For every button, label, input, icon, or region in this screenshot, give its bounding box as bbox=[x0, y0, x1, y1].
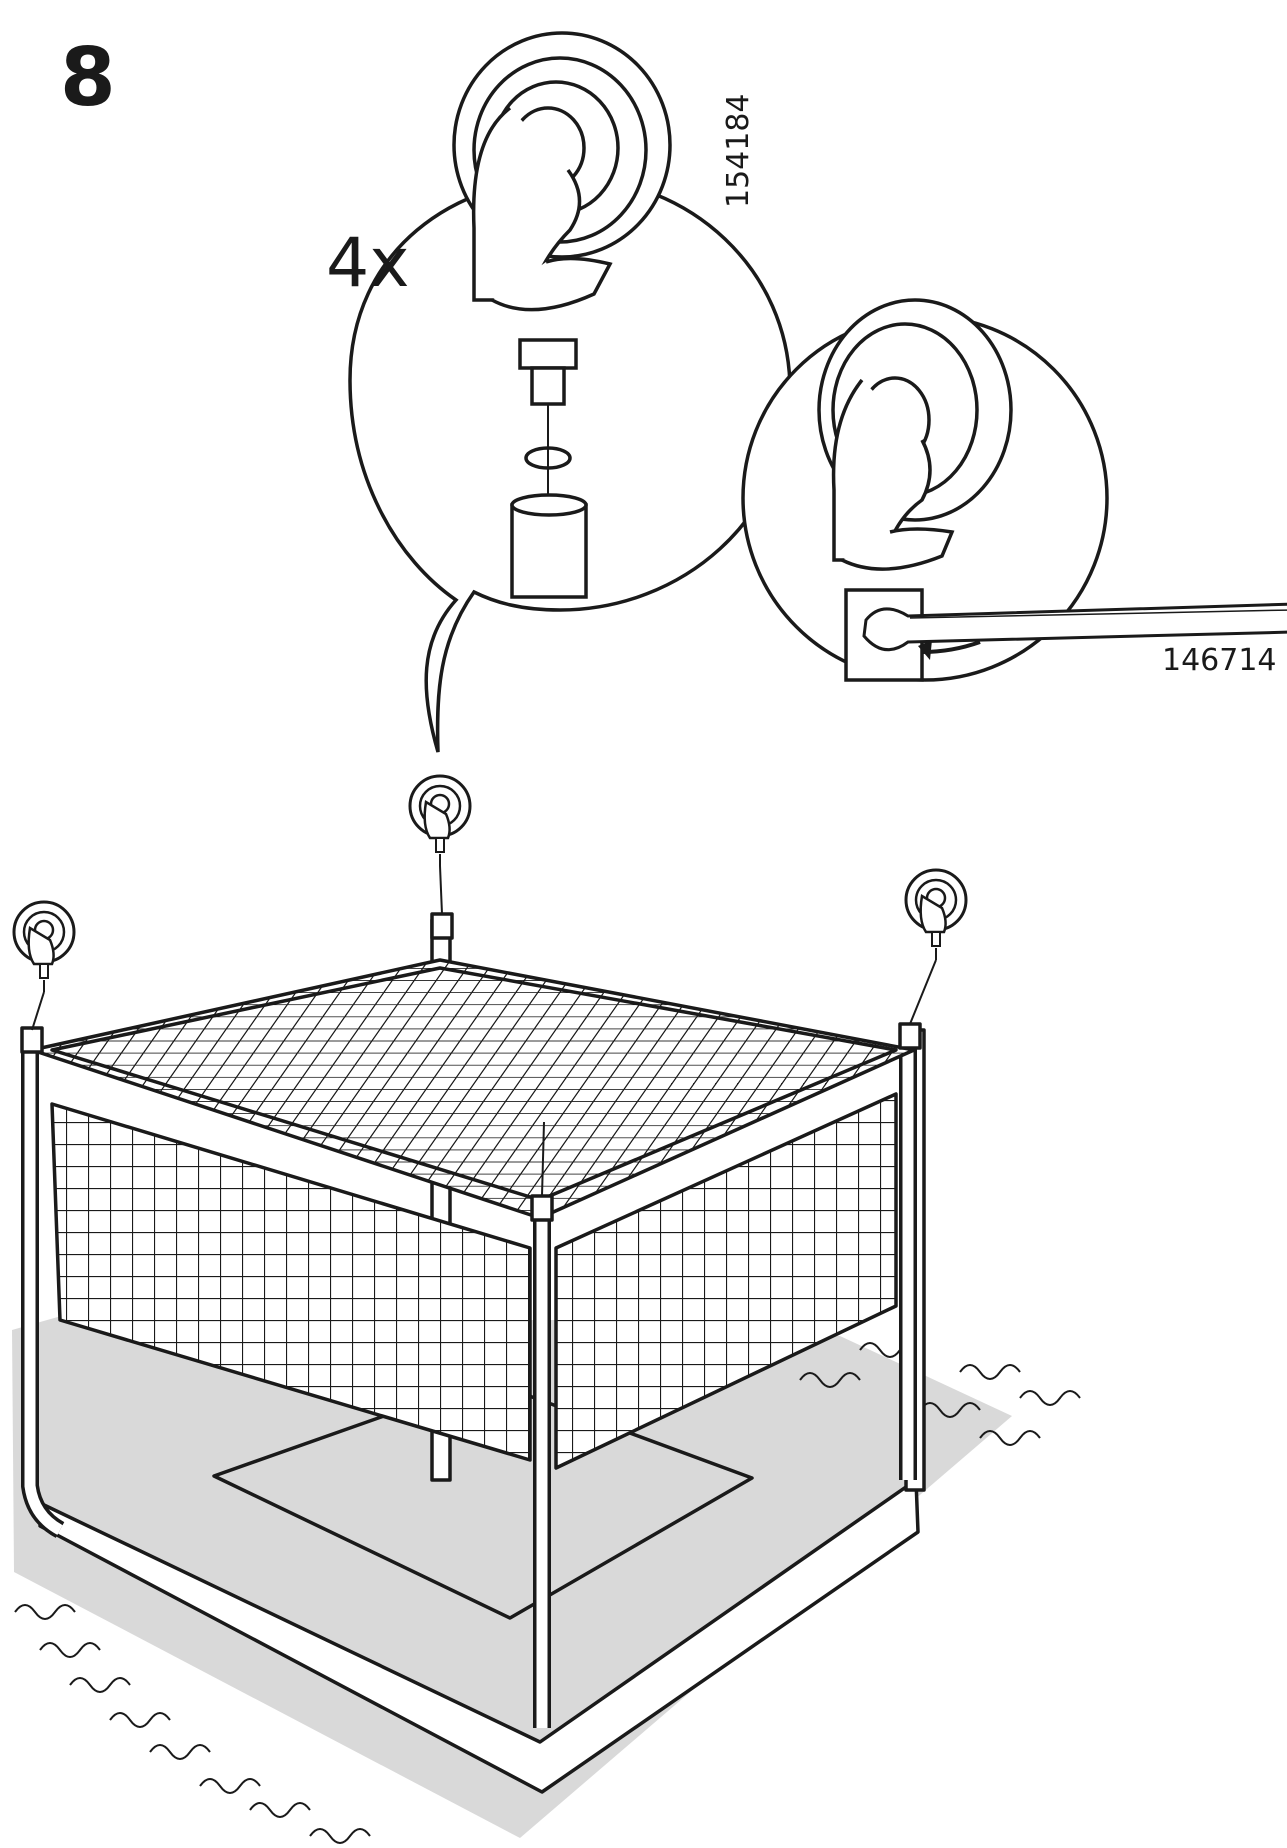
caster-detail-bubble bbox=[348, 176, 792, 753]
caster-left bbox=[12, 900, 76, 994]
caster-back bbox=[408, 774, 472, 868]
wrench-detail-bubble bbox=[741, 298, 1287, 682]
insertion-lines bbox=[31, 865, 937, 1197]
cart-frame bbox=[20, 912, 926, 1794]
caster-wheel-icon bbox=[452, 31, 672, 599]
part-code-caster: 154184 bbox=[721, 93, 756, 208]
step-number: 8 bbox=[60, 31, 116, 124]
caster-right bbox=[904, 868, 968, 962]
part-code-wrench: 146714 bbox=[1162, 643, 1277, 678]
quantity-label: 4x bbox=[326, 224, 410, 303]
wrench-icon bbox=[862, 602, 1287, 652]
